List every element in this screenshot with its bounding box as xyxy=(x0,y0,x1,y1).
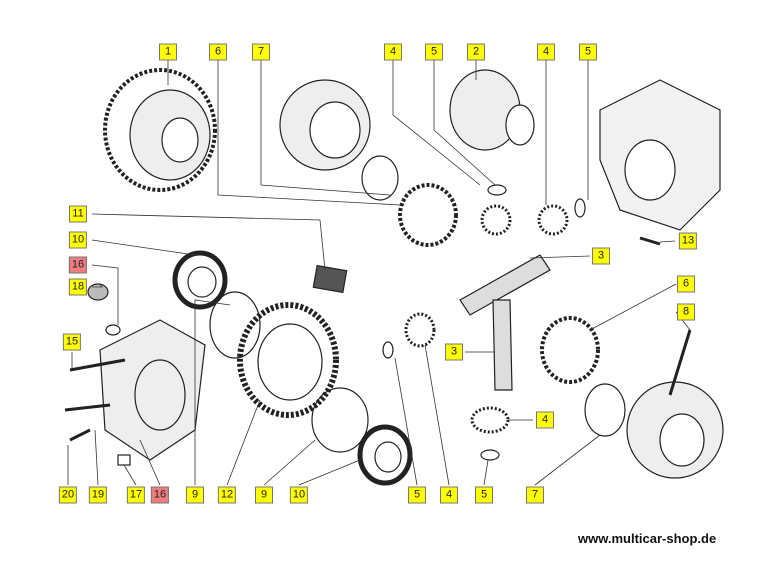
differential-housing-half xyxy=(626,381,724,479)
spider-shaft xyxy=(492,299,513,391)
thrust-washer xyxy=(480,449,500,461)
ring-gear-housing-part-1 xyxy=(103,68,217,192)
thrust-washer xyxy=(382,341,394,359)
callout-part-4[interactable]: 4 xyxy=(440,486,458,504)
callout-part-7[interactable]: 7 xyxy=(252,43,270,61)
bevel-gear xyxy=(540,316,600,384)
bolt xyxy=(668,329,692,396)
callout-part-12[interactable]: 12 xyxy=(217,486,237,504)
leader-lines xyxy=(67,60,691,486)
pinion-gear xyxy=(404,312,436,348)
callout-part-17[interactable]: 17 xyxy=(126,486,146,504)
bolt xyxy=(69,358,126,372)
callout-part-3[interactable]: 3 xyxy=(592,247,610,265)
callout-part-5[interactable]: 5 xyxy=(579,43,597,61)
seal-ring xyxy=(105,324,121,336)
callout-part-10[interactable]: 10 xyxy=(68,231,88,249)
callout-part-16[interactable]: 16 xyxy=(150,486,170,504)
callout-part-18[interactable]: 18 xyxy=(68,278,88,296)
bearing xyxy=(172,250,228,310)
differential-housing-half xyxy=(279,79,399,201)
pinion-gear xyxy=(537,204,569,236)
ring-gear xyxy=(237,302,339,418)
callout-part-7[interactable]: 7 xyxy=(526,486,544,504)
callout-part-4[interactable]: 4 xyxy=(536,411,554,429)
spider-shaft xyxy=(459,254,551,316)
differential-cage-part-2 xyxy=(449,69,535,151)
thrust-washer xyxy=(574,198,586,218)
thrust-washer xyxy=(487,184,507,196)
block-part-11 xyxy=(312,264,348,294)
callout-part-3[interactable]: 3 xyxy=(445,343,463,361)
callout-part-20[interactable]: 20 xyxy=(58,486,78,504)
callout-part-19[interactable]: 19 xyxy=(88,486,108,504)
callout-part-16[interactable]: 16 xyxy=(68,256,88,274)
plug xyxy=(87,283,109,301)
callout-part-4[interactable]: 4 xyxy=(537,43,555,61)
callout-part-6[interactable]: 6 xyxy=(677,275,695,293)
callout-part-11[interactable]: 11 xyxy=(69,205,87,223)
callout-part-5[interactable]: 5 xyxy=(408,486,426,504)
callout-part-13[interactable]: 13 xyxy=(678,232,698,250)
callout-part-5[interactable]: 5 xyxy=(425,43,443,61)
pinion-gear xyxy=(470,406,510,434)
ring-seal xyxy=(311,387,369,453)
pin xyxy=(639,236,661,246)
callout-part-15[interactable]: 15 xyxy=(62,333,82,351)
gearbox-case xyxy=(599,79,721,231)
website-watermark: www.multicar-shop.de xyxy=(578,531,717,546)
callout-part-10[interactable]: 10 xyxy=(289,486,309,504)
callout-part-6[interactable]: 6 xyxy=(209,43,227,61)
thrust-washer xyxy=(584,383,626,437)
callout-part-8[interactable]: 8 xyxy=(677,303,695,321)
callout-part-2[interactable]: 2 xyxy=(467,43,485,61)
bevel-gear xyxy=(398,183,458,247)
bolt xyxy=(69,428,91,442)
drain-plug xyxy=(117,454,131,466)
ring-seal xyxy=(209,291,261,359)
callout-part-4[interactable]: 4 xyxy=(384,43,402,61)
cover-housing xyxy=(99,319,206,461)
bearing xyxy=(357,424,413,486)
callout-part-9[interactable]: 9 xyxy=(186,486,204,504)
bolt xyxy=(64,403,111,412)
pinion-gear xyxy=(480,204,512,236)
callout-part-1[interactable]: 1 xyxy=(159,43,177,61)
callout-part-5[interactable]: 5 xyxy=(475,486,493,504)
callout-part-9[interactable]: 9 xyxy=(255,486,273,504)
